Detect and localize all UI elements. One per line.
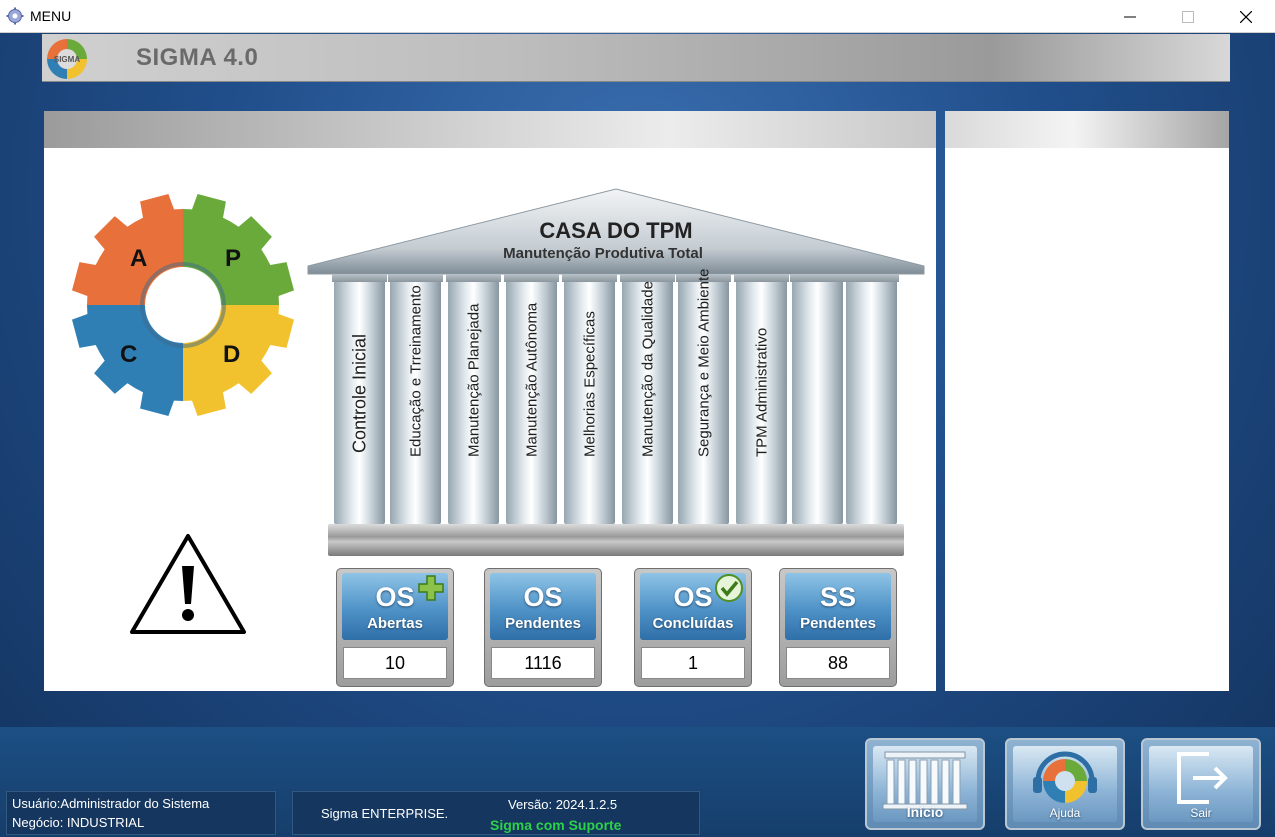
support-label: Sigma com Suporte: [490, 817, 622, 833]
help-button[interactable]: Ajuda: [1005, 738, 1125, 830]
tpm-pillar[interactable]: Segurança e Meio Ambiente: [676, 269, 731, 524]
os-pendentes-tile[interactable]: OS Pendentes 1116: [484, 568, 602, 687]
exit-door-icon: [1177, 752, 1228, 804]
pillar-label: TPM Administrativo: [753, 327, 770, 457]
os-concluidas-tile[interactable]: OS Concluídas 1: [634, 568, 752, 687]
tile-count: 10: [343, 647, 447, 679]
version-label: Versão: 2024.1.2.5: [508, 797, 618, 812]
window-title: MENU: [30, 8, 72, 24]
app-gear-icon: [6, 7, 24, 25]
minimize-button[interactable]: [1101, 0, 1159, 33]
house-title: CASA DO TPM: [539, 218, 693, 243]
maximize-button[interactable]: [1159, 0, 1217, 33]
edition-label: Sigma ENTERPRISE.: [321, 806, 449, 821]
sigma-logo-icon: SIGMA: [47, 39, 87, 79]
tile-subtitle: Abertas: [367, 615, 423, 632]
close-button[interactable]: [1217, 0, 1275, 33]
tile-title: OS: [523, 582, 563, 612]
side-panel: [945, 148, 1229, 691]
tpm-pillar: [790, 274, 845, 524]
tpm-pillar[interactable]: Manutenção Autônoma: [504, 274, 559, 524]
ss-pendentes-tile[interactable]: SS Pendentes 88: [779, 568, 897, 687]
tile-count: 88: [786, 647, 890, 679]
business-label: Negócio: INDUSTRIAL: [12, 815, 145, 830]
tile-subtitle: Pendentes: [800, 615, 876, 632]
user-label: Usuário:Administrador do Sistema: [12, 796, 210, 811]
close-icon: [1240, 10, 1252, 23]
headset-support-icon: [1033, 751, 1097, 803]
tpm-pillar[interactable]: Controle Inicial: [332, 274, 387, 524]
pdca-gear-icon[interactable]: A P C D: [70, 192, 296, 418]
tile-subtitle: Concluídas: [652, 615, 734, 632]
main-panel-header: [44, 111, 936, 148]
pillar-label: Manutenção Planejada: [465, 303, 482, 457]
pdca-p-label: P: [225, 245, 241, 272]
pdca-c-label: C: [120, 341, 137, 368]
house-base: [328, 524, 904, 556]
warning-icon[interactable]: [128, 532, 248, 636]
maximize-icon: [1182, 10, 1194, 23]
tile-title: OS: [375, 582, 415, 612]
pdca-d-label: D: [223, 341, 240, 368]
tpm-pillar: [844, 274, 899, 524]
pillar-label: Controle Inicial: [349, 333, 369, 453]
tpm-pillar[interactable]: Educação e Trreinamento: [388, 274, 443, 524]
home-button-label: Início: [906, 804, 944, 820]
exit-button-label: Sair: [1190, 806, 1212, 820]
tpm-pillar[interactable]: Manutenção Planejada: [446, 274, 501, 524]
plus-icon: [418, 575, 444, 601]
pillar-label: Educação e Trreinamento: [407, 285, 424, 457]
tile-title: SS: [819, 582, 857, 612]
pillar-label: Manutenção Autônoma: [523, 302, 540, 457]
tile-title: OS: [673, 582, 713, 612]
tile-subtitle: Pendentes: [505, 615, 581, 632]
pillar-label: Manutenção da Qualidade: [639, 281, 656, 457]
house-pillars-icon: [882, 751, 968, 810]
tpm-pillar[interactable]: Manutenção da Qualidade: [620, 274, 675, 524]
side-panel-header: [945, 111, 1229, 148]
logo-text: SIGMA: [54, 55, 80, 64]
help-button-label: Ajuda: [1049, 806, 1081, 820]
user-status-box: Usuário:Administrador do Sistema Negócio…: [6, 791, 276, 835]
home-button[interactable]: Início: [865, 738, 985, 830]
version-status-box: Sigma ENTERPRISE. Versão: 2024.1.2.5 Sig…: [292, 791, 700, 835]
tile-count: 1: [641, 647, 745, 679]
exit-button[interactable]: Sair: [1141, 738, 1261, 830]
tpm-pillar[interactable]: Melhorias Específicas: [562, 274, 617, 524]
tpm-pillar[interactable]: TPM Administrativo: [734, 274, 789, 524]
pillar-label: Segurança e Meio Ambiente: [695, 268, 712, 457]
check-icon: [715, 574, 743, 602]
minimize-icon: [1124, 16, 1136, 17]
window-titlebar: MENU: [0, 0, 1275, 33]
os-abertas-tile[interactable]: OS Abertas 10: [336, 568, 454, 687]
pillar-label: Melhorias Específicas: [581, 311, 598, 457]
app-header: SIGMA SIGMA 4.0: [42, 34, 1230, 82]
tile-count: 1116: [491, 647, 595, 679]
app-name: SIGMA 4.0: [136, 44, 259, 71]
tpm-house: CASA DO TPM Manutenção Produtiva Total C…: [304, 186, 928, 558]
house-subtitle: Manutenção Produtiva Total: [503, 245, 703, 262]
pdca-a-label: A: [130, 245, 147, 272]
